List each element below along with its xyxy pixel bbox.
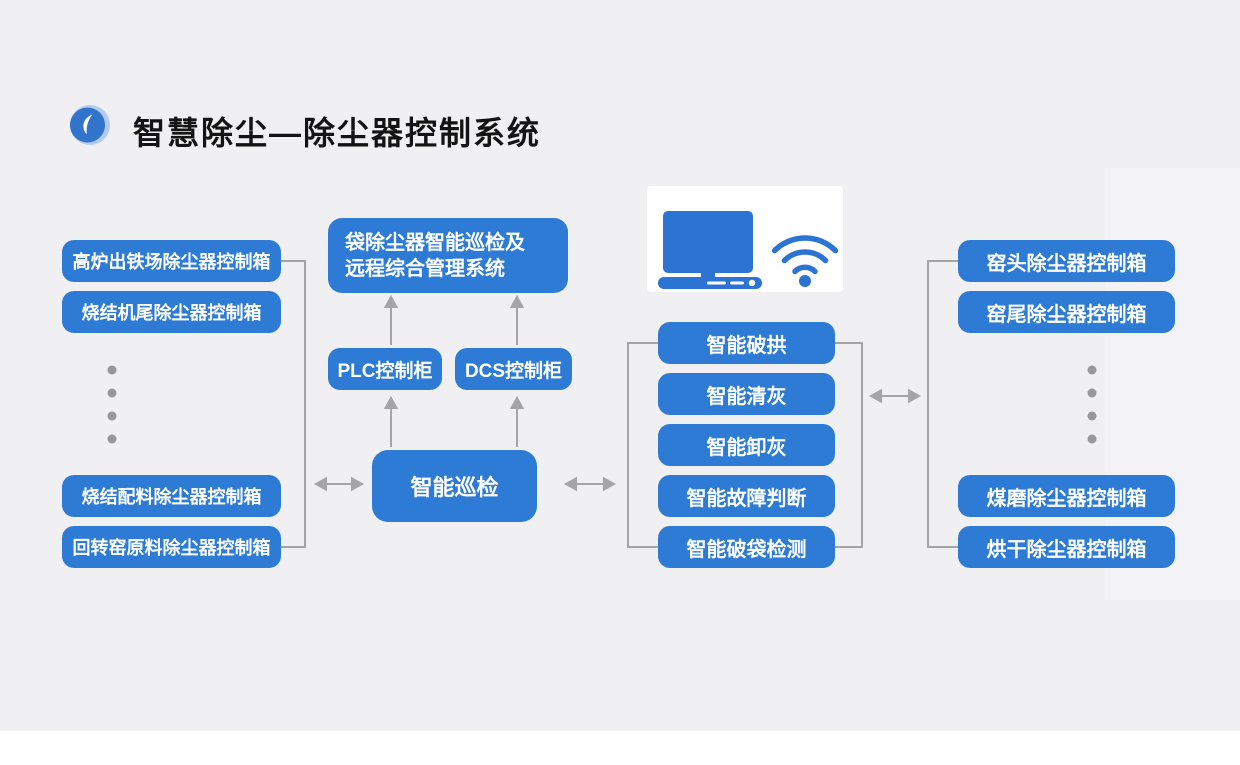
brand-logo-icon <box>70 105 110 145</box>
node-management-system: 袋除尘器智能巡检及 远程综合管理系统 <box>328 218 568 293</box>
bottom-white-strip <box>0 731 1240 765</box>
node-fault-diagnosis: 智能故障判断 <box>658 475 835 517</box>
node-smart-inspection: 智能巡检 <box>372 450 537 522</box>
arrow-left-group-inspection <box>313 476 365 492</box>
arrow-functions-right-group <box>868 388 922 404</box>
function-right-bracket-line <box>835 342 863 548</box>
left-bracket-line <box>281 260 306 548</box>
node-kiln-tail-box: 窑尾除尘器控制箱 <box>958 291 1175 333</box>
node-bag-breakage-detection: 智能破袋检测 <box>658 526 835 568</box>
node-sinter-tail-box: 烧结机尾除尘器控制箱 <box>62 291 281 333</box>
page-title: 智慧除尘—除尘器控制系统 <box>133 115 542 151</box>
device-card <box>647 186 843 292</box>
arrow-dcs-to-system <box>509 294 525 345</box>
node-coal-mill-box: 煤磨除尘器控制箱 <box>958 475 1175 517</box>
node-plc-cabinet: PLC控制柜 <box>328 348 442 390</box>
arrow-plc-to-system <box>383 294 399 345</box>
node-kiln-head-box: 窑头除尘器控制箱 <box>958 240 1175 282</box>
management-system-line1: 袋除尘器智能巡检及 <box>345 231 525 254</box>
node-rotary-kiln-raw-box: 回转窑原料除尘器控制箱 <box>62 526 281 568</box>
node-drying-box: 烘干除尘器控制箱 <box>958 526 1175 568</box>
computer-icon <box>658 211 762 289</box>
wifi-icon <box>771 235 839 287</box>
arrow-inspection-to-plc <box>383 395 399 447</box>
management-system-line2: 远程综合管理系统 <box>345 257 505 280</box>
node-arch-breaking: 智能破拱 <box>658 322 835 364</box>
node-dcs-cabinet: DCS控制柜 <box>455 348 572 390</box>
node-ash-unloading: 智能卸灰 <box>658 424 835 466</box>
ellipsis-dots-right <box>1087 365 1097 444</box>
right-bracket-line <box>927 260 958 548</box>
arrow-inspection-functions <box>563 476 617 492</box>
ellipsis-dots-left <box>107 365 117 444</box>
node-blast-furnace-box: 高炉出铁场除尘器控制箱 <box>62 240 281 282</box>
function-left-bracket-line <box>627 342 658 548</box>
arrow-inspection-to-dcs <box>509 395 525 447</box>
node-sinter-batching-box: 烧结配料除尘器控制箱 <box>62 475 281 517</box>
node-ash-cleaning: 智能清灰 <box>658 373 835 415</box>
